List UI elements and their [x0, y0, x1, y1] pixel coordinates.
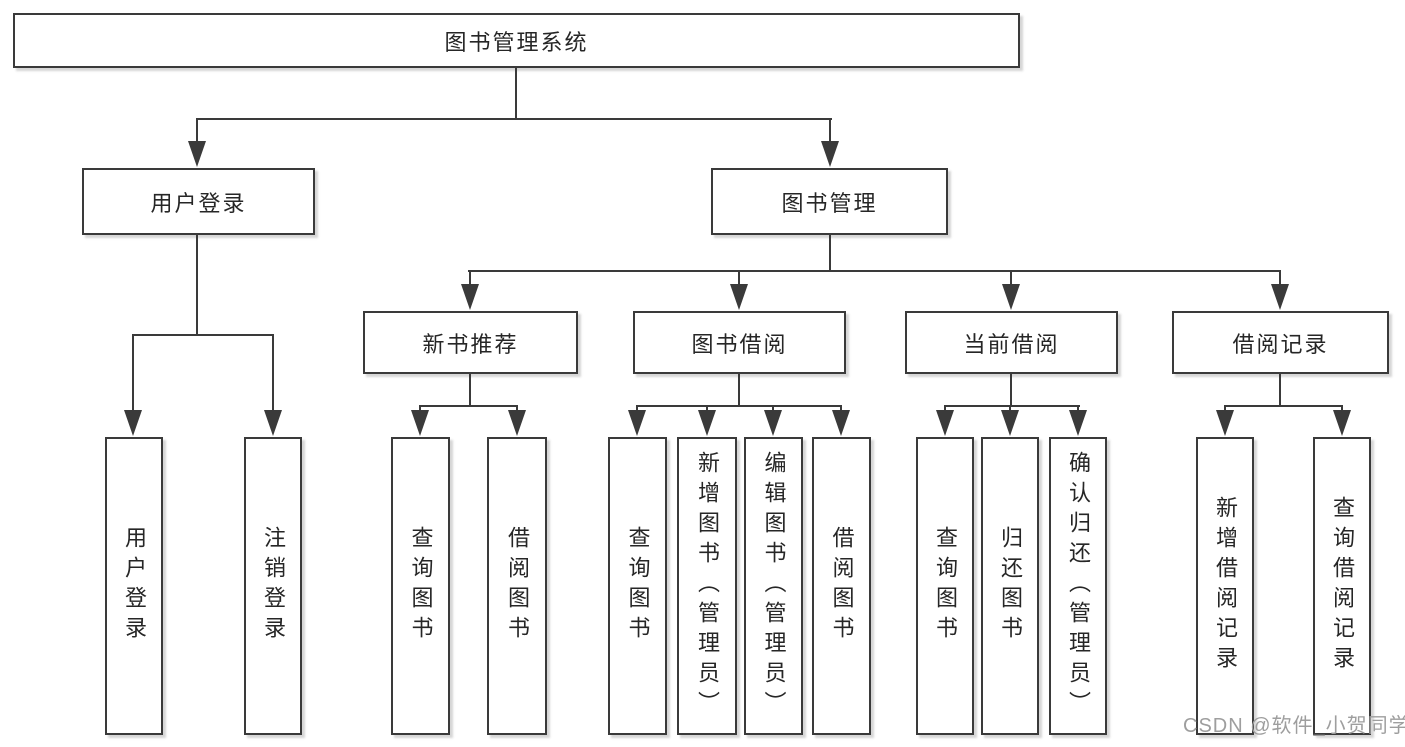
connector-line [196, 118, 198, 146]
node-borrow-records-label: 借阅记录 [1232, 331, 1329, 357]
leaf-user-login-label: 用户登录 [122, 526, 147, 646]
arrow-down-icon [764, 410, 782, 436]
arrow-down-icon [124, 410, 142, 436]
connector-line [196, 235, 198, 336]
arrow-down-icon [264, 410, 282, 436]
node-book-management-label: 图书管理 [781, 190, 878, 216]
node-root: 图书管理系统 [13, 13, 1020, 68]
leaf-user-login: 用户登录 [105, 437, 163, 735]
node-new-book-recommend: 新书推荐 [363, 311, 578, 374]
connector-line [738, 270, 740, 286]
arrow-down-icon [188, 141, 206, 167]
node-user-login: 用户登录 [82, 168, 315, 235]
node-book-management: 图书管理 [711, 168, 948, 235]
connector-line [1224, 405, 1343, 407]
connector-line [829, 118, 831, 146]
connector-line [468, 270, 1281, 272]
connector-line [636, 405, 638, 413]
connector-line [516, 405, 518, 413]
connector-line [944, 405, 1080, 407]
connector-line [419, 405, 518, 407]
leaf-add-book-admin: 新增图书（管理员） [677, 437, 737, 735]
leaf-query-book-borrow: 查询图书 [608, 437, 667, 735]
connector-line [944, 405, 946, 413]
leaf-query-book-borrow-label: 查询图书 [625, 526, 651, 646]
arrow-down-icon [821, 141, 839, 167]
connector-line [469, 374, 471, 407]
arrow-down-icon [936, 410, 954, 436]
connector-line [840, 405, 842, 413]
node-current-borrow: 当前借阅 [905, 311, 1118, 374]
arrow-down-icon [1002, 284, 1020, 310]
leaf-add-book-admin-label: 新增图书（管理员） [695, 451, 720, 721]
leaf-borrow-book-borrow: 借阅图书 [812, 437, 871, 735]
leaf-borrow-book-recommend: 借阅图书 [487, 437, 547, 735]
connector-line [738, 374, 740, 407]
arrow-down-icon [628, 410, 646, 436]
arrow-down-icon [1271, 284, 1289, 310]
arrow-down-icon [832, 410, 850, 436]
leaf-add-borrow-record: 新增借阅记录 [1196, 437, 1254, 735]
connector-line [419, 405, 421, 413]
connector-line [772, 405, 774, 413]
connector-line [272, 334, 274, 414]
leaf-query-borrow-record: 查询借阅记录 [1313, 437, 1371, 735]
leaf-query-borrow-record-label: 查询借阅记录 [1330, 496, 1355, 676]
connector-line [1009, 405, 1011, 413]
arrow-down-icon [1216, 410, 1234, 436]
leaf-edit-book-admin: 编辑图书（管理员） [744, 437, 803, 735]
node-user-login-label: 用户登录 [150, 190, 247, 216]
leaf-edit-book-admin-label: 编辑图书（管理员） [761, 451, 787, 721]
leaf-logout-label: 注销登录 [261, 526, 286, 646]
leaf-return-book-label: 归还图书 [998, 526, 1023, 646]
arrow-down-icon [508, 410, 526, 436]
leaf-query-book-recommend-label: 查询图书 [408, 526, 434, 646]
leaf-query-book-current-label: 查询图书 [933, 526, 958, 646]
arrow-down-icon [461, 284, 479, 310]
leaf-confirm-return-admin-label: 确认归还（管理员） [1066, 451, 1091, 721]
connector-line [1224, 405, 1226, 413]
watermark: CSDN @软件_小贺同学 [1183, 715, 1405, 737]
arrow-down-icon [1069, 410, 1087, 436]
node-borrow-records: 借阅记录 [1172, 311, 1389, 374]
leaf-confirm-return-admin: 确认归还（管理员） [1049, 437, 1107, 735]
leaf-query-book-recommend: 查询图书 [391, 437, 450, 735]
arrow-down-icon [730, 284, 748, 310]
leaf-borrow-book-borrow-label: 借阅图书 [829, 526, 855, 646]
connector-line [829, 235, 831, 272]
connector-line [1010, 270, 1012, 286]
arrow-down-icon [1333, 410, 1351, 436]
connector-line [132, 334, 274, 336]
connector-line [1077, 405, 1079, 413]
connector-line [1010, 374, 1012, 407]
connector-line [132, 334, 134, 414]
connector-line [706, 405, 708, 413]
connector-line [196, 118, 832, 120]
connector-line [1341, 405, 1343, 413]
connector-line [469, 270, 471, 286]
node-new-book-recommend-label: 新书推荐 [422, 331, 519, 357]
leaf-borrow-book-recommend-label: 借阅图书 [505, 526, 530, 646]
arrow-down-icon [411, 410, 429, 436]
leaf-query-book-current: 查询图书 [916, 437, 974, 735]
connector-line [515, 68, 517, 120]
leaf-add-borrow-record-label: 新增借阅记录 [1213, 496, 1238, 676]
node-current-borrow-label: 当前借阅 [963, 331, 1060, 357]
node-book-borrow: 图书借阅 [633, 311, 846, 374]
arrow-down-icon [1001, 410, 1019, 436]
node-root-label: 图书管理系统 [444, 29, 589, 55]
connector-line [636, 405, 842, 407]
connector-line [1279, 374, 1281, 407]
leaf-return-book: 归还图书 [981, 437, 1039, 735]
node-book-borrow-label: 图书借阅 [691, 331, 788, 357]
arrow-down-icon [698, 410, 716, 436]
connector-line [1279, 270, 1281, 286]
leaf-logout: 注销登录 [244, 437, 302, 735]
